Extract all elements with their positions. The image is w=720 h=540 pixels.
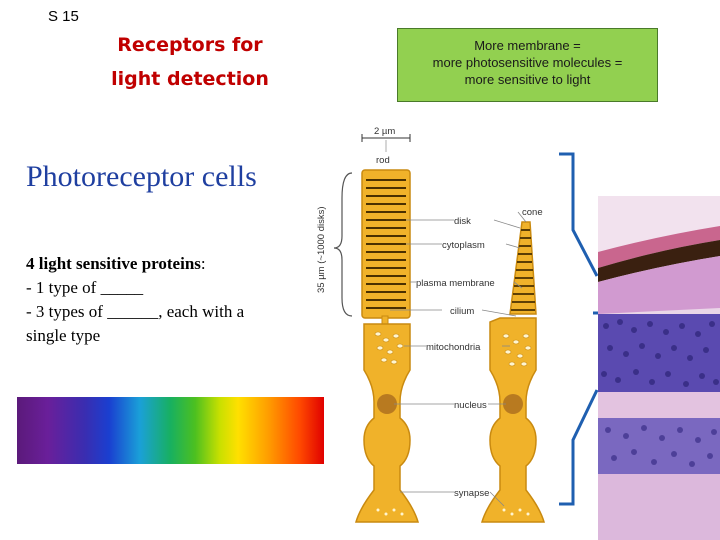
visible-spectrum-bar (17, 397, 324, 464)
label-cone: cone (522, 207, 543, 218)
proteins-line-1: - 1 type of _____ (26, 276, 306, 300)
note-line-3: more sensitive to light (398, 71, 657, 88)
note-box: More membrane = more photosensitive mole… (397, 28, 658, 102)
proteins-text: 4 light sensitive proteins: - 1 type of … (26, 252, 306, 348)
cone-outer-segment (510, 222, 536, 314)
lower-connector (559, 390, 597, 504)
label-length: 35 µm (~1000 disks) (316, 206, 327, 293)
label-cilium: cilium (450, 306, 474, 317)
inner-plexiform-layer (598, 474, 720, 540)
section-heading: Photoreceptor cells (26, 160, 257, 194)
retina-micrograph (598, 196, 720, 540)
inner-nuclear-layer (598, 418, 720, 474)
label-width: 2 µm (374, 126, 395, 137)
proteins-line-3: single type (26, 324, 306, 348)
proteins-bold-label: 4 light sensitive proteins (26, 254, 201, 273)
title-line-2: light detection (100, 62, 280, 96)
label-cytoplasm: cytoplasm (442, 240, 485, 251)
proteins-colon: : (201, 254, 206, 273)
title-line-1: Receptors for (100, 28, 280, 62)
note-line-2: more photosensitive molecules = (398, 54, 657, 71)
label-disk: disk (454, 216, 471, 227)
label-plasma-membrane: plasma membrane (416, 278, 495, 289)
photoreceptor-diagram: 2 µm rod 35 µm (~1000 disks) (314, 118, 572, 540)
label-synapse: synapse (454, 488, 489, 499)
slide-number: S 15 (48, 8, 79, 25)
note-line-1: More membrane = (398, 37, 657, 54)
cone-cell-body (482, 318, 544, 522)
length-bracket (334, 173, 352, 316)
label-nucleus: nucleus (454, 400, 487, 411)
outer-plexiform-layer (598, 392, 720, 418)
proteins-heading-line: 4 light sensitive proteins: (26, 252, 306, 276)
label-rod: rod (376, 155, 390, 166)
upper-connector (559, 154, 597, 276)
proteins-line-2: - 3 types of ______, each with a (26, 300, 306, 324)
slide-title: Receptors for light detection (100, 28, 280, 96)
label-mitochondria: mitochondria (426, 342, 481, 353)
